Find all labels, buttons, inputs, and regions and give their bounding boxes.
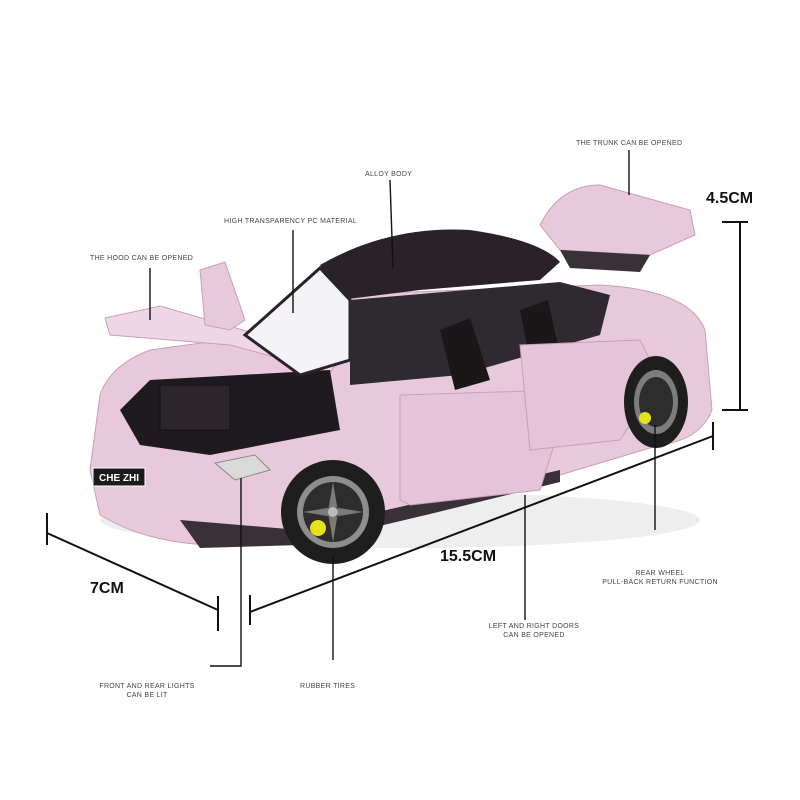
leader-lights [210, 478, 242, 667]
callout-lights-line1: FRONT AND REAR LIGHTS [99, 683, 195, 690]
callout-rear-wheel-line1: REAR WHEEL [635, 570, 685, 577]
callout-trunk: THE TRUNK CAN BE OPENED [576, 140, 683, 147]
width-dimension-line [46, 513, 219, 631]
dimension-length-label: 15.5CM [440, 548, 497, 565]
dimension-height-label: 4.5CM [706, 190, 754, 207]
rear-wheel [624, 356, 688, 448]
length-dimension-line [249, 422, 714, 625]
car-trunk-inner [560, 250, 650, 272]
front-trunk-bin [159, 384, 231, 431]
height-dimension-line [722, 221, 748, 411]
callout-alloy-body: ALLOY BODY [365, 171, 413, 178]
callout-doors-line1: LEFT AND RIGHT DOORS [488, 623, 580, 630]
callout-rear-wheel-line2: PULL-BACK RETURN FUNCTION [602, 579, 718, 586]
leader-alloy [389, 179, 394, 269]
callout-lights-line2: CAN BE LIT [126, 692, 168, 699]
callout-doors: LEFT AND RIGHT DOORS CAN BE OPENED [484, 622, 584, 640]
callout-doors-line2: CAN BE OPENED [503, 632, 565, 639]
callout-pc-material: HIGH TRANSPARENCY PC MATERIAL [224, 218, 358, 225]
callout-hood: THE HOOD CAN BE OPENED [90, 255, 194, 262]
car-glass-roof [320, 229, 560, 300]
license-plate [92, 467, 146, 487]
car-seats [440, 300, 560, 390]
dimension-width-label: 7CM [90, 580, 124, 597]
car-headlight [213, 454, 271, 481]
callout-rubber-tires: RUBBER TIRES [300, 683, 356, 690]
license-plate-text: CHE ZHI [99, 473, 139, 484]
callout-lights: FRONT AND REAR LIGHTS CAN BE LIT [92, 682, 202, 700]
front-wheel [281, 460, 385, 564]
car-trunk-lid [539, 184, 696, 256]
car-lower-shade [180, 470, 560, 548]
car-left-door-open [199, 261, 246, 331]
callout-rear-wheel: REAR WHEEL PULL-BACK RETURN FUNCTION [600, 569, 720, 587]
